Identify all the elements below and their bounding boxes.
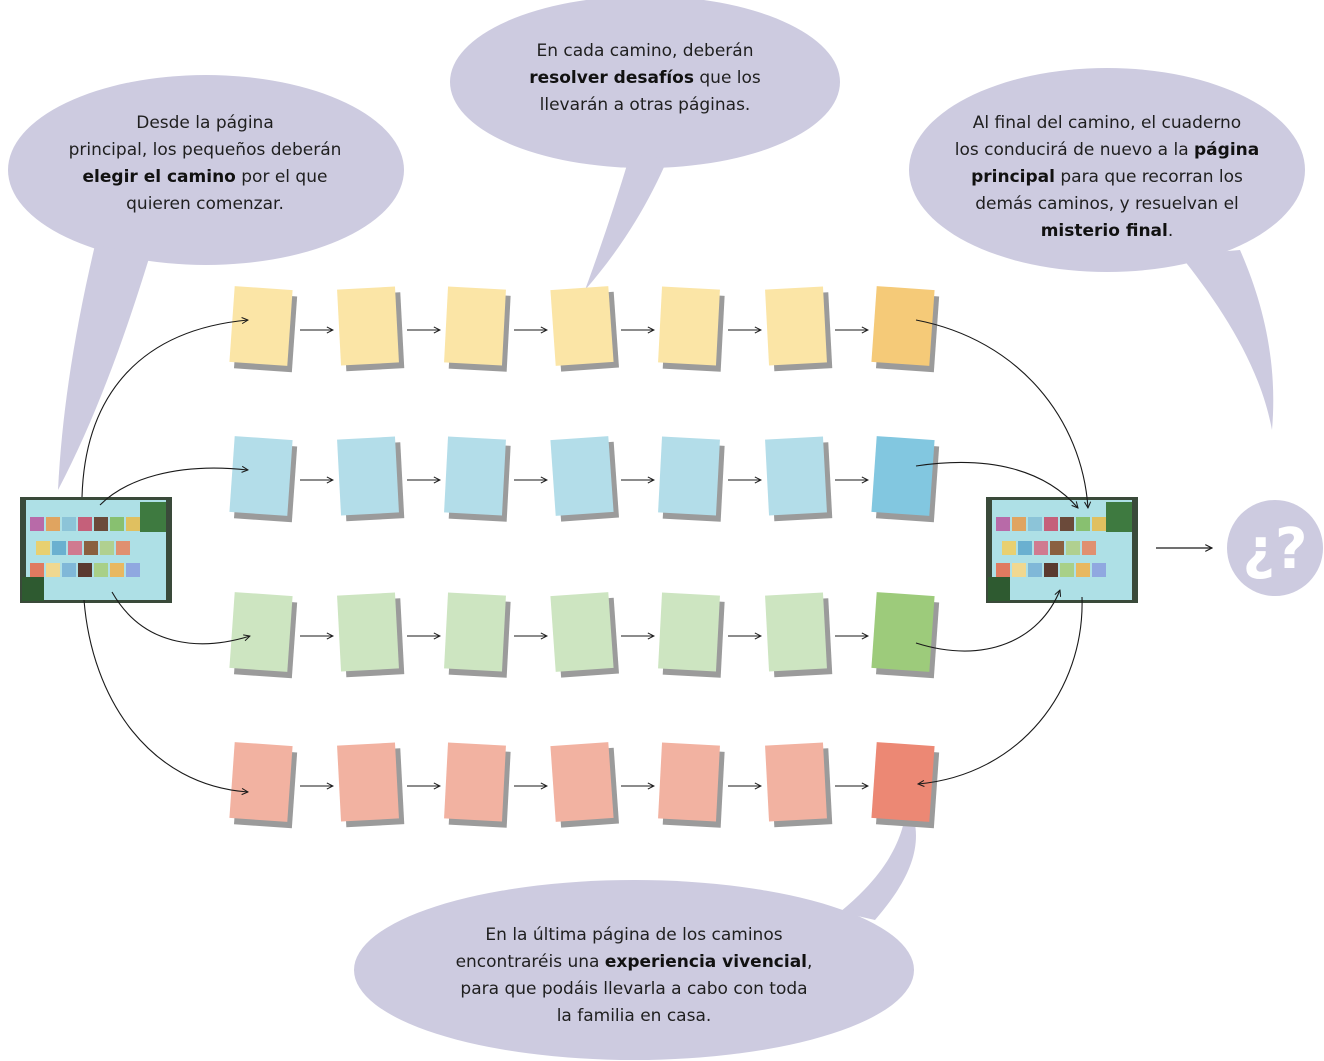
page-card-green [337,592,405,678]
connector-start-red [83,599,248,792]
page-card-blue-last [871,436,940,523]
page-card-green [765,592,833,678]
page-card-blue [337,436,405,522]
end-connectors [915,319,1088,784]
page-card-green [444,592,511,678]
connector-blue-end [915,461,1078,508]
page-card-green [550,592,619,678]
connector-start-yellow [81,320,248,498]
page-card-red [550,742,619,828]
bubble-experience [354,800,916,1060]
bubble-line: En la última página de los caminos [485,925,783,945]
page-card-yellow [229,286,298,373]
connector-yellow-end [915,319,1088,508]
bubble-start-text: Desde la página principal, los pequeños d… [20,110,390,218]
bubble-line: misterio final. [1040,221,1174,241]
bubble-line: resolver desafíos que los [529,68,761,88]
bubble-line: principal para que recorran los [971,167,1243,187]
page-card-green [658,592,725,678]
page-card-blue [658,436,725,522]
page-card-blue [765,436,833,522]
page-card-red [444,742,511,828]
page-card-red [658,742,725,828]
page-card-red-last [871,742,940,829]
main-page-start [20,497,172,603]
bubble-line: la familia en casa. [556,1006,712,1026]
bubble-line: principal, los pequeños deberán [68,140,342,160]
path-cards [229,286,940,829]
page-card-red [765,742,833,828]
bubble-line: encontraréis una experiencia vivencial, [455,952,813,972]
connector-start-green [111,591,250,645]
bubble-line: quieren comenzar. [126,194,284,214]
page-card-blue [444,436,511,522]
mystery-node: ¿? [1227,500,1323,596]
bubble-line: Desde la página [136,113,274,133]
bubble-experience-text: En la última página de los caminos encont… [394,922,874,1030]
page-card-green-last [871,592,940,679]
main-page-end [986,497,1138,603]
page-card-yellow [765,286,833,372]
bubble-line: los conducirá de nuevo a la página [954,140,1260,160]
bubble-line: elegir el camino por el que [82,167,328,187]
bubble-line: para que podáis llevarla a cabo con toda [460,979,808,999]
bubble-line: En cada camino, deberán [536,41,754,61]
start-connectors [81,320,250,792]
page-card-yellow [550,286,619,372]
bubble-line: llevarán a otras páginas. [539,95,751,115]
bubble-start [8,75,404,490]
page-card-blue [550,436,619,522]
page-card-red [229,742,298,829]
connector-green-end [915,590,1060,652]
page-card-green [229,592,298,679]
page-card-blue [229,436,298,523]
connector-start-blue [99,468,248,506]
bubble-line: demás caminos, y resuelvan el [975,194,1239,214]
page-card-yellow [444,286,511,372]
page-card-yellow-last [871,286,940,373]
bubble-line: Al final del camino, el cuaderno [972,113,1242,133]
page-card-yellow [337,286,405,372]
page-card-yellow [658,286,725,372]
bubble-challenges-text: En cada camino, deberán resolver desafíos… [460,38,830,119]
connector-end-red [918,596,1083,784]
bubble-final-text: Al final del camino, el cuaderno los cond… [922,110,1292,245]
bubble-challenges [450,0,840,290]
mystery-symbol: ¿? [1243,517,1308,582]
page-card-red [337,742,405,828]
bubble-final [909,68,1305,430]
